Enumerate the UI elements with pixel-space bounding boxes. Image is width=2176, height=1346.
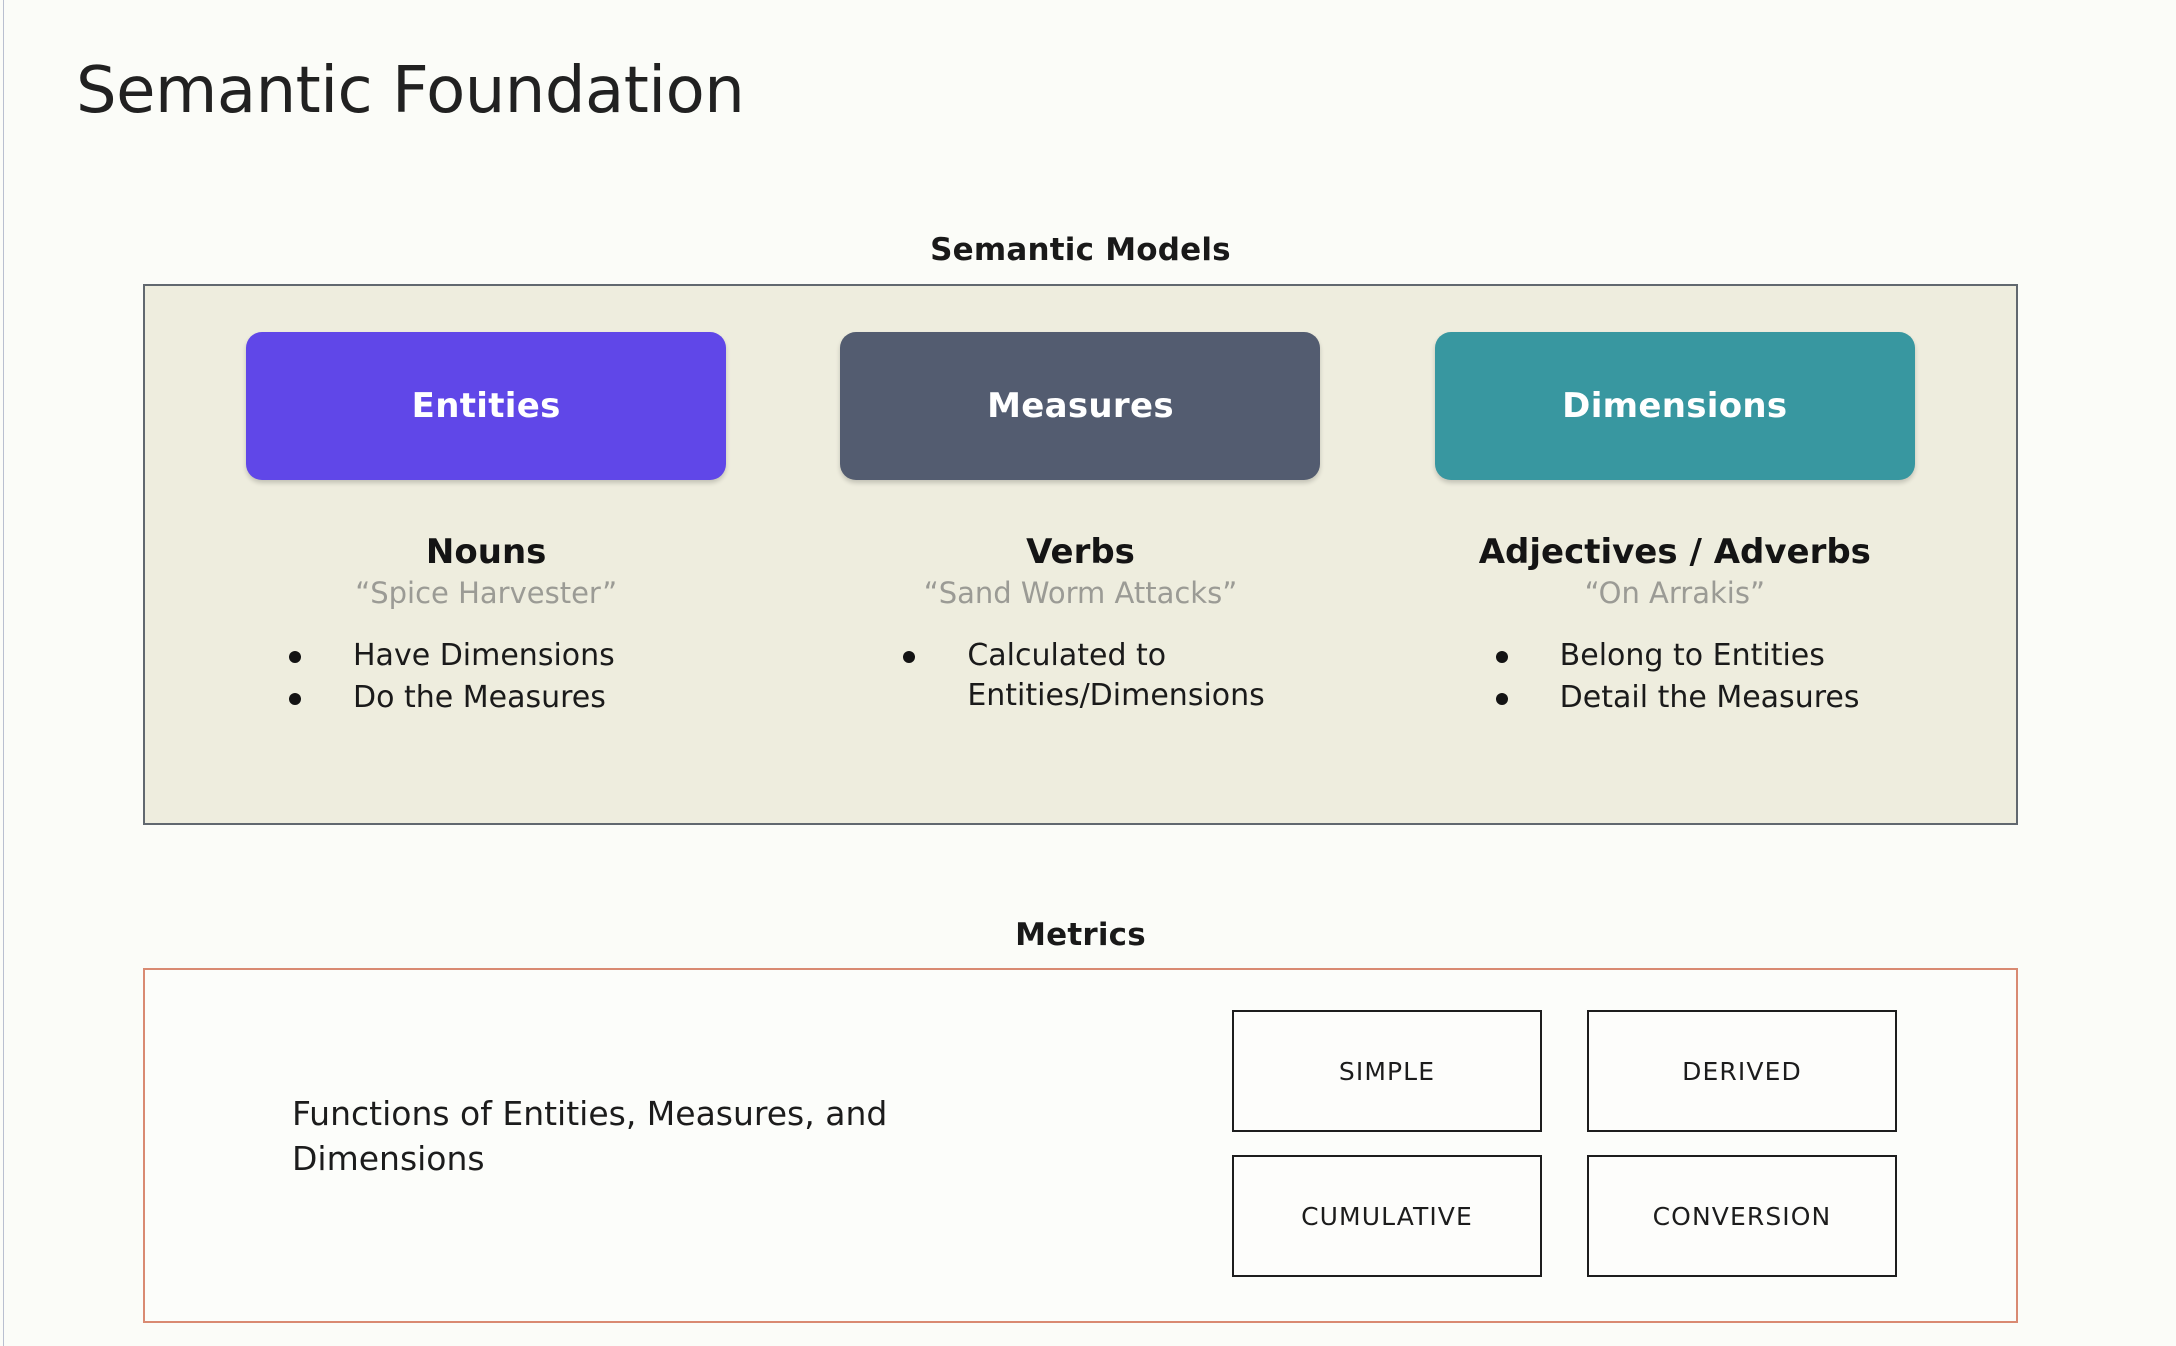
list-item: Calculated to Entities/Dimensions [903,636,1377,715]
part-of-speech-entities: Nouns [425,532,547,572]
bullet-dot-icon [1495,651,1508,663]
bullet-dot-icon [1495,692,1508,705]
left-edge-rule [3,0,4,1346]
metrics-description: Functions of Entities, Measures, and Dim… [292,1094,888,1178]
bullet-list-dimensions: Belong to Entities Detail the Measures [1378,636,1972,719]
bullet-text: Have Dimensions [353,638,615,673]
semantic-models-columns: Entities Nouns “Spice Harvester” Have Di… [143,284,2018,825]
list-item: Have Dimensions [289,636,615,676]
semantic-column-dimensions: Dimensions Adjectives / Adverbs “On Arra… [1378,332,1972,825]
semantic-models-heading: Semantic Models [930,232,1231,268]
part-of-speech-measures: Verbs [1026,532,1135,572]
bullet-dot-icon [289,651,301,663]
bullet-dot-icon [903,651,916,663]
chip-dimensions[interactable]: Dimensions [1434,332,1915,480]
list-item: Belong to Entities [1495,636,1825,676]
example-dimensions: “On Arrakis” [1584,576,1765,610]
example-entities: “Spice Harvester” [355,576,618,610]
bullet-text: Detail the Measures [1559,679,1860,715]
chip-measures[interactable]: Measures [840,332,1321,480]
metrics-heading: Metrics [1015,917,1146,953]
semantic-column-measures: Measures Verbs “Sand Worm Attacks” Calcu… [783,332,1377,825]
bullet-text: Belong to Entities [1559,638,1825,673]
part-of-speech-dimensions: Adjectives / Adverbs [1478,532,1871,572]
list-item: Do the Measures [289,678,606,718]
metric-type-simple[interactable]: SIMPLE [1232,1010,1542,1132]
bullet-list-measures: Calculated to Entities/Dimensions [783,636,1377,717]
bullet-list-entities: Have Dimensions Do the Measures [189,636,783,719]
example-measures: “Sand Worm Attacks” [923,576,1238,610]
bullet-dot-icon [289,692,301,705]
metric-type-conversion[interactable]: CONVERSION [1587,1155,1897,1277]
metric-type-derived[interactable]: DERIVED [1587,1010,1897,1132]
chip-entities[interactable]: Entities [246,332,727,480]
semantic-column-entities: Entities Nouns “Spice Harvester” Have Di… [189,332,783,825]
list-item: Detail the Measures [1495,678,1860,718]
page-title: Semantic Foundation [76,54,745,128]
bullet-text: Do the Measures [353,679,606,715]
metric-type-cumulative[interactable]: CUMULATIVE [1232,1155,1542,1277]
metric-type-grid: SIMPLE DERIVED CUMULATIVE CONVERSION [1232,1010,1922,1288]
bullet-text: Calculated to Entities/Dimensions [967,638,1265,713]
